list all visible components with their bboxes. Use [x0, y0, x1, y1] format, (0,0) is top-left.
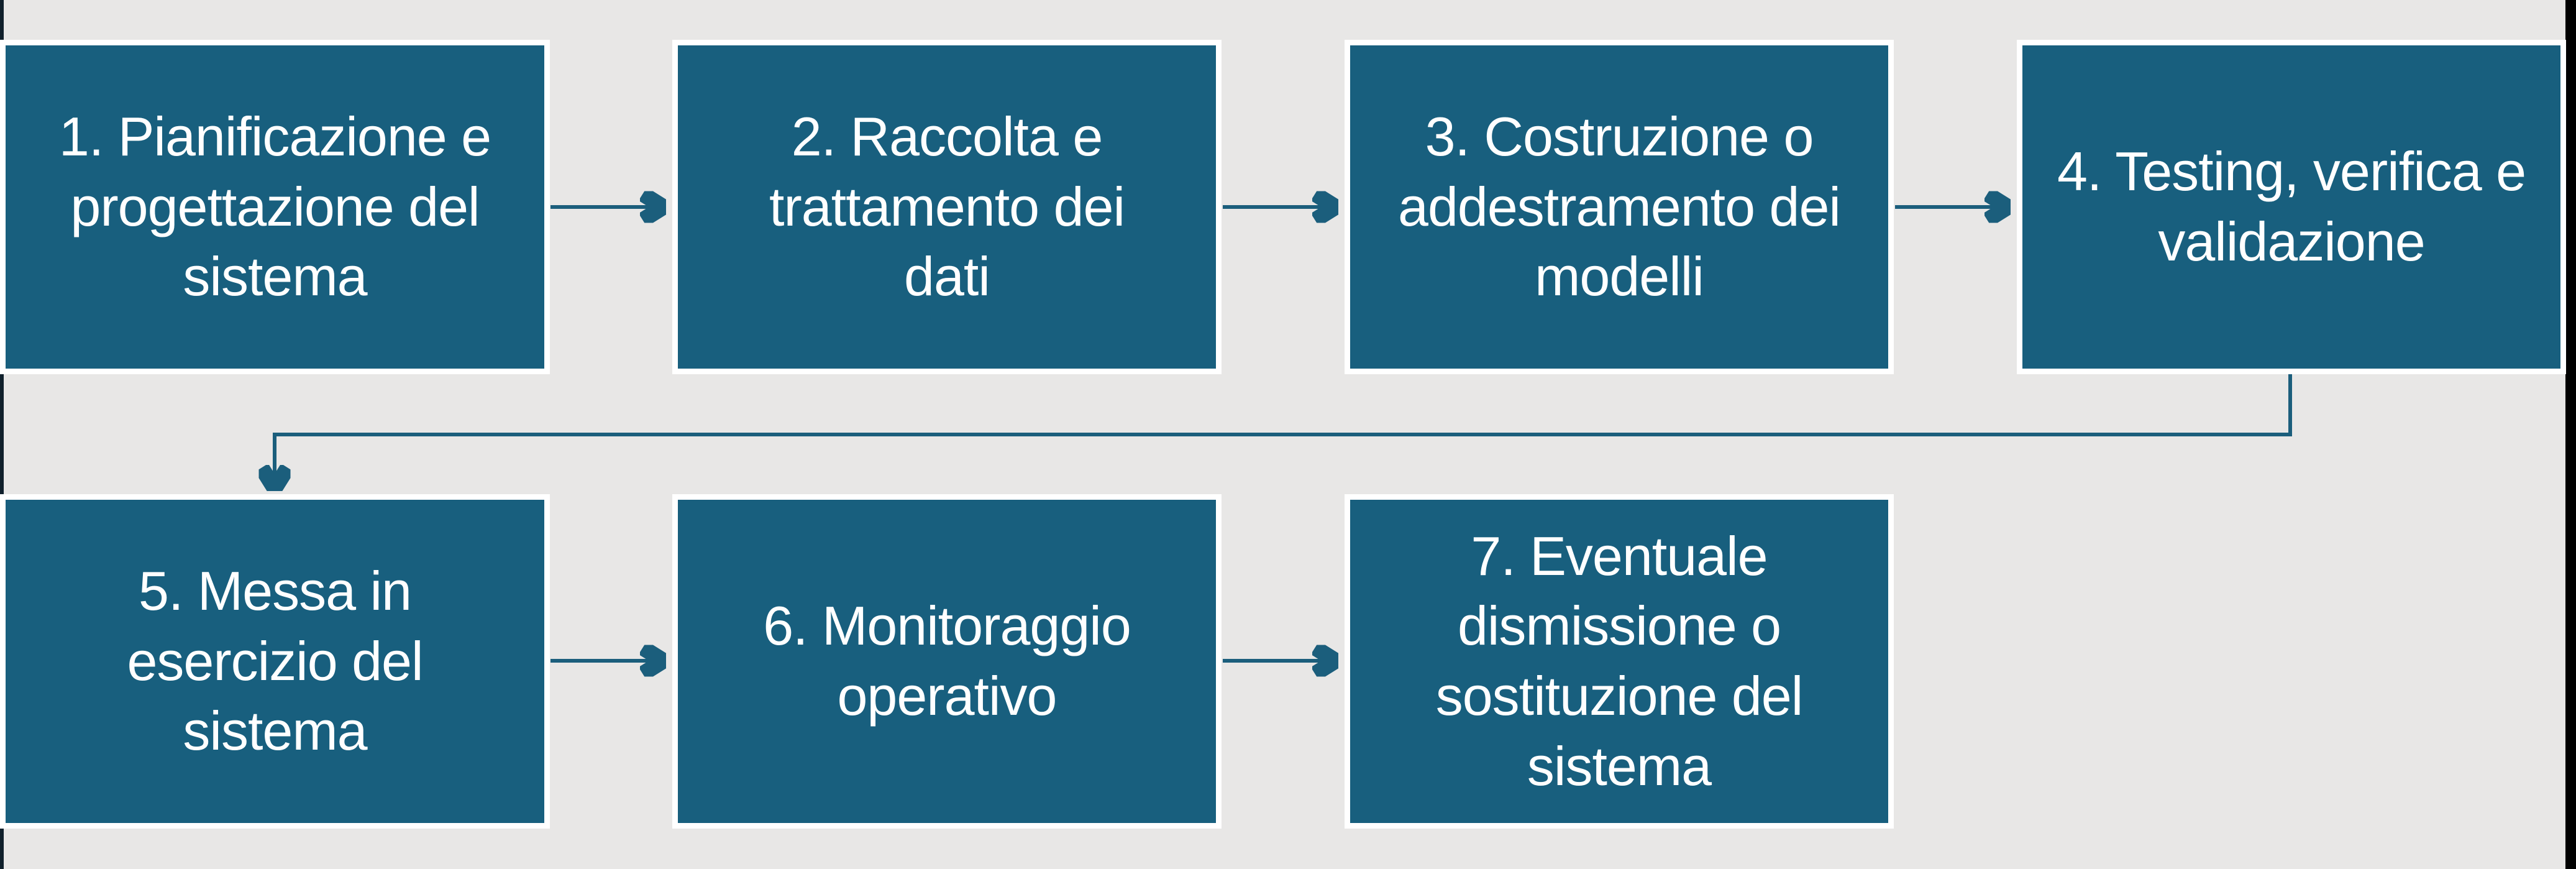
flow-step-2-label: 2. Raccolta e trattamento dei dati [769, 106, 1125, 308]
flow-step-2-box: 2. Raccolta e trattamento dei dati [672, 40, 1222, 374]
flow-step-6-box: 6. Monitoraggio operativo [672, 494, 1222, 829]
flow-step-6-label: 6. Monitoraggio operativo [763, 595, 1131, 727]
flow-step-3-box: 3. Costruzione o addestramento dei model… [1345, 40, 1894, 374]
flow-step-1-box: 1. Pianificazione e progettazione del si… [0, 40, 550, 374]
flow-step-5-box: 5. Messa in esercizio del sistema [0, 494, 550, 829]
screen-edge-right-stripe [2565, 0, 2576, 869]
flow-step-3-label: 3. Costruzione o addestramento dei model… [1398, 106, 1841, 308]
screen-edge-left-stripe [0, 0, 4, 869]
flow-step-7-label: 7. Eventuale dismissione o sostituzione … [1435, 525, 1804, 797]
flow-step-4-box: 4. Testing, verifica e validazione [2017, 40, 2566, 374]
flow-step-7-box: 7. Eventuale dismissione o sostituzione … [1345, 494, 1894, 829]
flow-step-1-label: 1. Pianificazione e progettazione del si… [58, 106, 491, 308]
elbow-arrow-step4-to-step5 [275, 374, 2292, 489]
flow-step-4-label: 4. Testing, verifica e validazione [2057, 140, 2526, 272]
flow-step-5-label: 5. Messa in esercizio del sistema [127, 560, 423, 762]
